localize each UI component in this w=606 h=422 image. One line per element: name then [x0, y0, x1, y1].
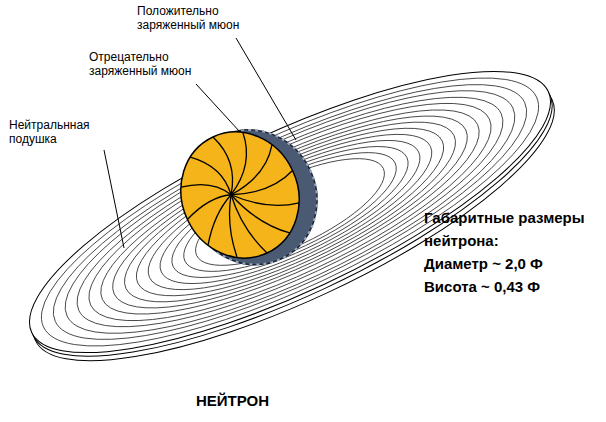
callout-label: Положительно заряженный мюон — [136, 4, 258, 32]
callout-label: Нейтральнная подушка — [8, 118, 110, 146]
dimension-value: Диаметр ~ 2,0 Ф — [424, 252, 600, 275]
dimension-value: Висота ~ 0,43 Ф — [424, 275, 600, 298]
positive-muon — [160, 112, 319, 277]
caption-text: НЕЙТРОН — [196, 392, 269, 410]
dimension-heading: Габаритные размеры нейтрона: — [424, 206, 600, 252]
callout-label: Отрецательно заряженный мюон — [88, 50, 202, 78]
